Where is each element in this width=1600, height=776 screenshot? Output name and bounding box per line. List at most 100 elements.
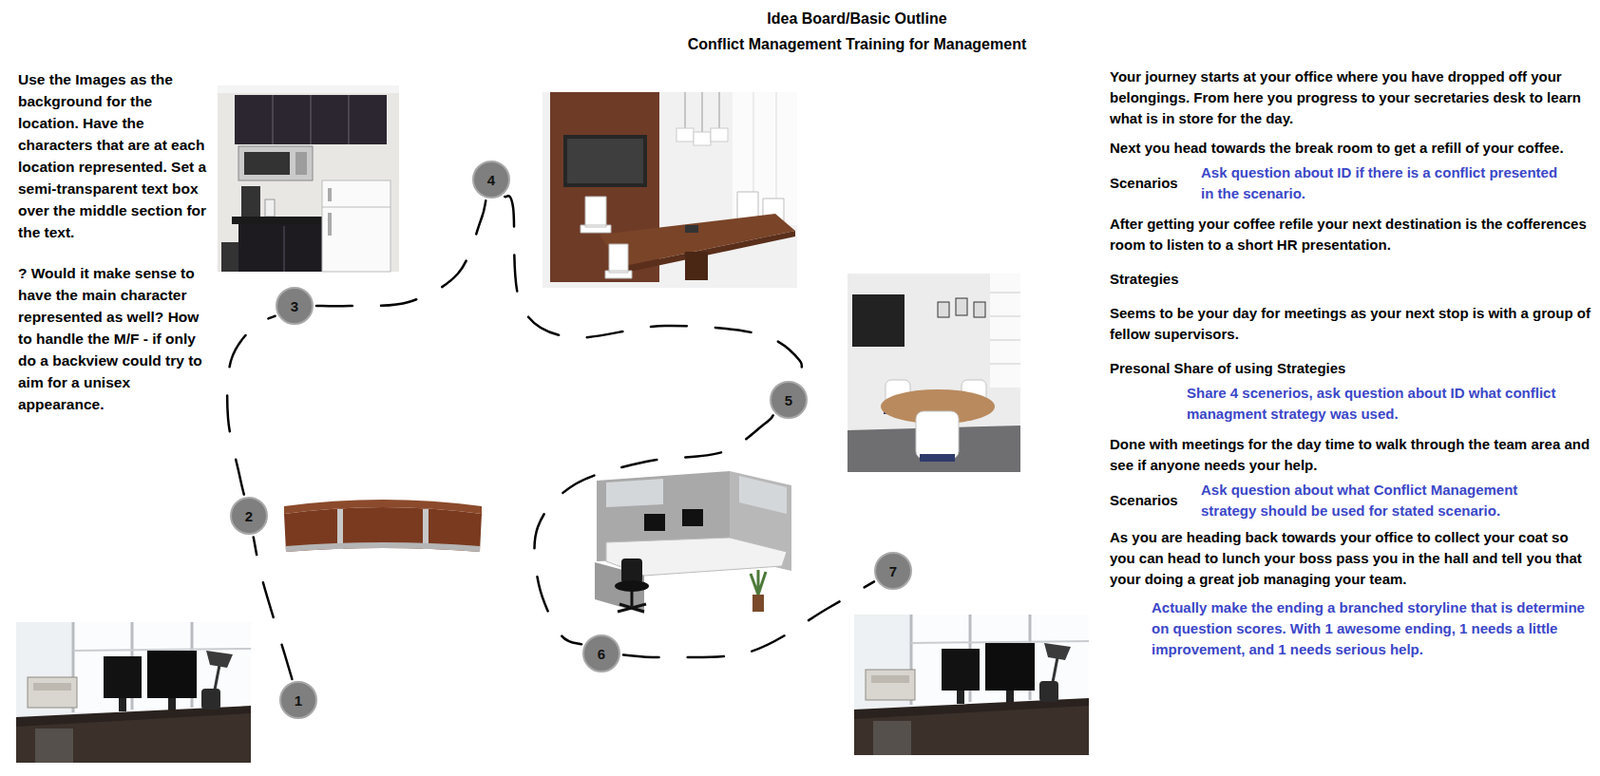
story-step: Presonal Share of using Strategies [1109, 358, 1595, 380]
cubicle-photo [606, 478, 664, 508]
callout-number: 3 [275, 286, 314, 325]
meeting-room-photo [990, 316, 1021, 318]
journey-path [316, 200, 486, 306]
conference-room-photo [702, 92, 704, 133]
story-step: Next you head towards the break room to … [1109, 137, 1595, 159]
cubicle-photo [739, 476, 787, 515]
journey-path [533, 415, 773, 645]
kitchen-photo [221, 242, 239, 272]
conference-room-photo [563, 134, 648, 188]
cubicle-photo [644, 514, 666, 532]
location-images [16, 622, 251, 763]
scenario-row: ScenariosAsk question about ID if there … [1109, 162, 1595, 205]
conference-room-photo [685, 251, 708, 281]
kitchen-photo [244, 152, 290, 175]
conference-room-photo [710, 128, 728, 142]
notes-column: Use the Images as the background for the… [18, 68, 209, 416]
story-step: Your journey starts at your office where… [1109, 66, 1595, 130]
design-question: ? Would it make sense to have the main c… [18, 262, 209, 416]
location-images [854, 614, 1089, 756]
story-step: Strategies [1109, 268, 1595, 290]
kitchen-photo [217, 85, 400, 272]
callout-number: 2 [229, 496, 268, 535]
design-note: Actually make the ending a branched stor… [1151, 597, 1589, 661]
step-number: 3 [290, 298, 299, 315]
scenario-row: ScenariosAsk question about what Conflic… [1109, 479, 1595, 522]
meeting-room-photo [919, 454, 955, 462]
journey-path [227, 316, 275, 496]
meeting-room-photo [937, 302, 950, 318]
conference-room-photo [685, 92, 686, 129]
meeting-room-photo [915, 411, 959, 459]
design-note: Ask question about what Conflict Managem… [1200, 479, 1572, 522]
board-subtitle: Conflict Management Training for Managem… [619, 35, 1095, 55]
step-number: 2 [245, 508, 253, 525]
conference-room-photo [693, 132, 711, 146]
step-tag: Scenarios [1109, 490, 1201, 512]
conference-room-photo [685, 225, 699, 233]
story-step: Done with meetings for the day time to w… [1109, 434, 1595, 477]
meeting-room-photo [990, 363, 1021, 365]
journey-path [504, 195, 802, 380]
story-step: As you are heading back towards your off… [1109, 527, 1595, 591]
cubicle-photo [682, 509, 704, 527]
step-tag: Scenarios [1109, 172, 1201, 194]
meeting-room-photo [990, 292, 1021, 294]
reception-desk-photo [337, 509, 343, 550]
callout-number: 6 [582, 634, 621, 673]
cubicle-photo [630, 590, 634, 607]
conference-room-photo [580, 196, 611, 233]
conference-room-photo [567, 138, 644, 184]
kitchen-photo [238, 224, 330, 272]
conference-room-photo [542, 92, 798, 288]
meeting-room-photo [847, 273, 1021, 473]
kitchen-photo [309, 95, 312, 145]
conference-room-photo [605, 244, 632, 279]
story-step: Seems to be your day for meetings as you… [1109, 303, 1595, 345]
callout-number: 4 [472, 160, 511, 199]
meeting-room-photo [990, 273, 1021, 388]
callout-number: 5 [769, 380, 808, 420]
kitchen-photo [271, 95, 274, 145]
cubicle-photo [614, 580, 649, 592]
step-number: 7 [889, 563, 897, 580]
kitchen-photo [238, 146, 313, 181]
kitchen-photo [347, 95, 350, 145]
meeting-room-photo [847, 273, 1021, 473]
story-column: Your journey starts at your office where… [1109, 66, 1595, 661]
meeting-room-photo [955, 298, 968, 316]
design-note: Ask question about ID if there is a conf… [1200, 162, 1572, 205]
callout-number: 1 [279, 681, 318, 720]
cubicle-photo [619, 604, 645, 612]
kitchen-photo [295, 152, 307, 175]
board-title: Idea Board/Basic Outline [619, 9, 1095, 29]
reception-desk-photo [422, 509, 429, 550]
reception-desk-photo [285, 542, 480, 553]
meeting-room-photo [973, 302, 986, 318]
conference-room-photo [676, 128, 694, 142]
reception-desk-photo [284, 499, 482, 553]
cubicle-photo [594, 471, 792, 614]
kitchen-photo [231, 216, 335, 225]
meeting-room-photo [990, 340, 1021, 342]
kitchen-photo [234, 95, 387, 145]
kitchen-photo [283, 226, 286, 272]
journey-path [623, 581, 875, 658]
step-number: 1 [294, 692, 303, 709]
kitchen-photo [241, 186, 261, 217]
cubicle-photo [621, 558, 643, 584]
story-step: After getting your coffee refile your ne… [1109, 213, 1595, 256]
step-number: 4 [487, 171, 496, 189]
design-note: Share 4 scenerios, ask question about ID… [1186, 382, 1558, 425]
cubicle-photo [750, 570, 766, 595]
design-note: Use the Images as the background for the… [18, 68, 209, 244]
kitchen-photo [217, 85, 400, 272]
step-number: 5 [784, 392, 793, 409]
meeting-room-photo [852, 294, 905, 347]
reception-desk-photo [284, 507, 482, 553]
kitchen-photo [327, 188, 332, 202]
kitchen-photo [217, 85, 400, 94]
cubicle-photo [617, 604, 647, 612]
kitchen-photo [322, 207, 391, 209]
conference-room-photo [719, 92, 721, 129]
